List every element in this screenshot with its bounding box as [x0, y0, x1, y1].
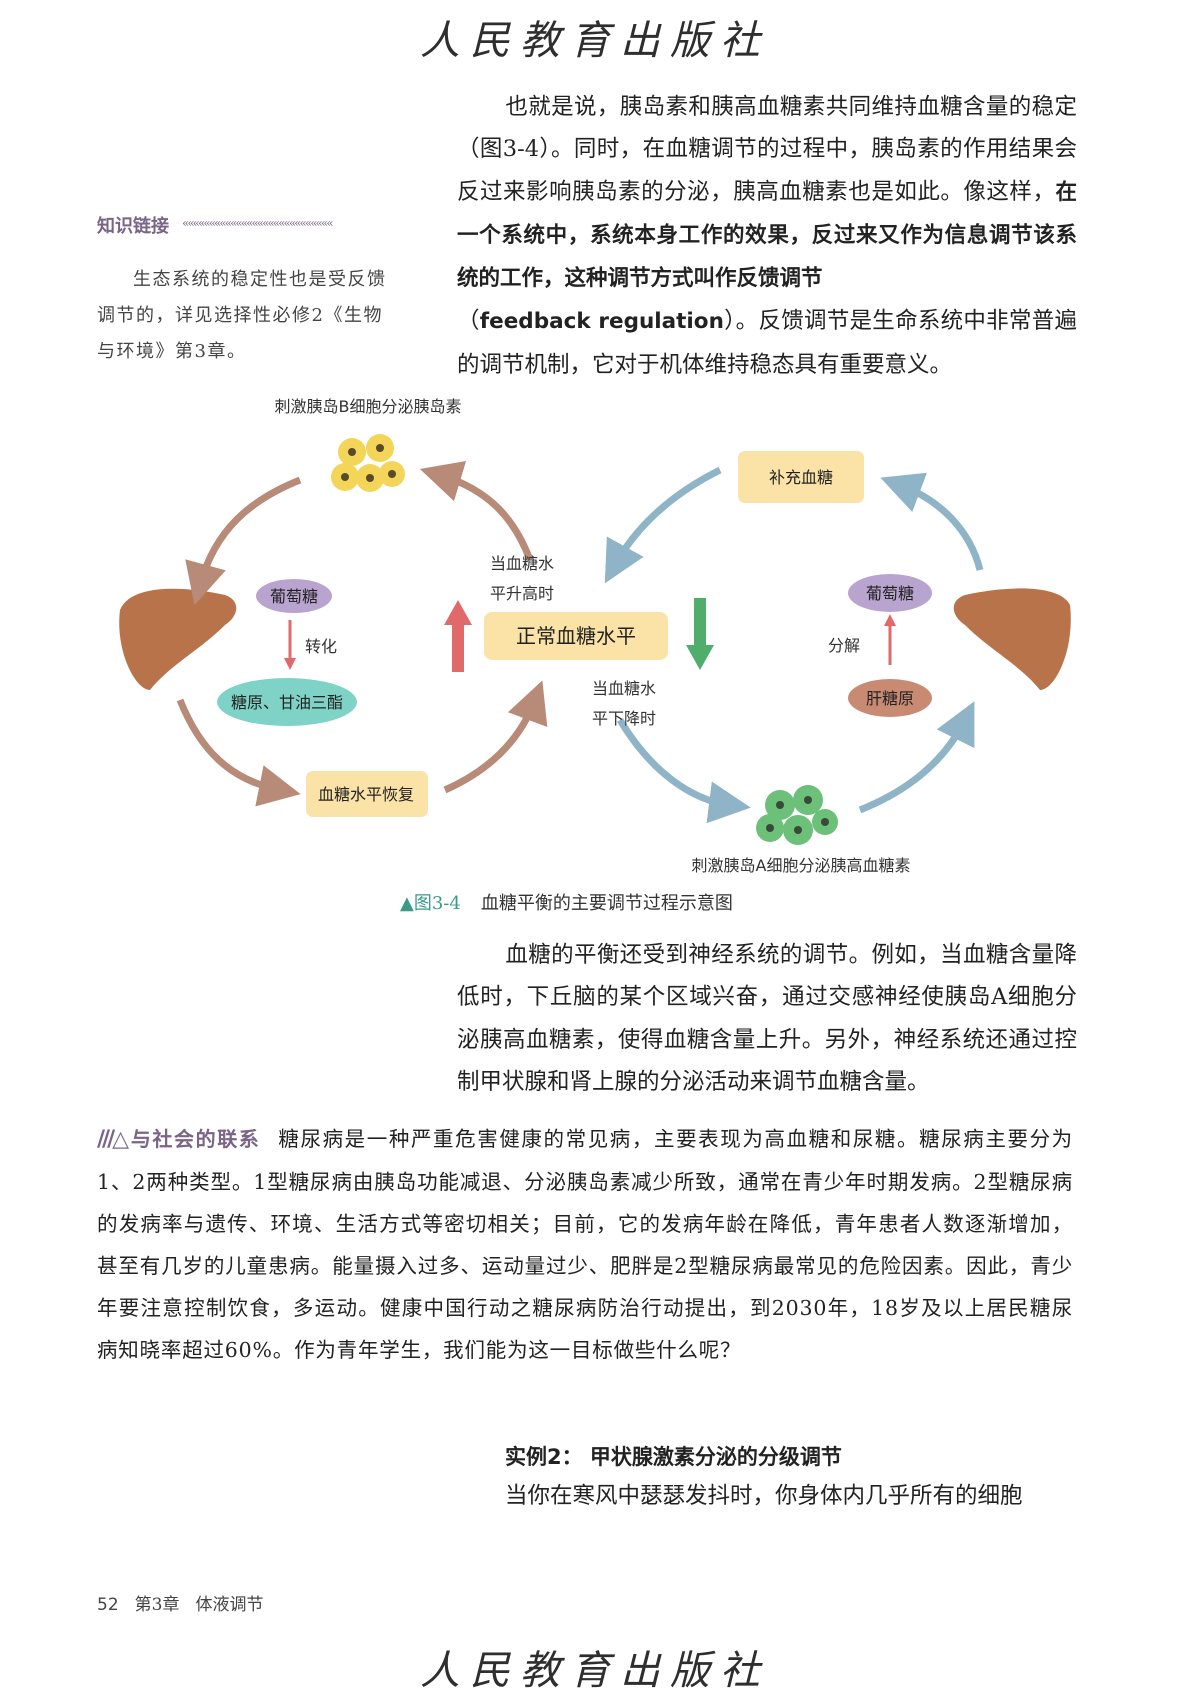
- arrow: [858, 701, 975, 814]
- sidebar-title: 知识链接: [97, 216, 169, 237]
- bold-definition: 在一个系统中，系统本身工作的效果，反过来又作为信息调节该系统的工作，这种调节方式…: [457, 179, 1077, 292]
- arrow: [604, 466, 722, 584]
- glucose-right: 葡萄糖: [866, 584, 914, 603]
- rise-label: 当血糖水: [490, 554, 554, 573]
- convert-label: 转化: [305, 637, 337, 656]
- society-box: ///△与社会的联系糖尿病是一种严重危害健康的常见病，主要表现为高血糖和尿糖。糖…: [97, 1118, 1073, 1371]
- paragraph-feedback: 也就是说，胰岛素和胰高血糖素共同维持血糖含量的稳定（图3-4）。同时，在血糖调节…: [457, 86, 1077, 386]
- decompose-label: 分解: [828, 636, 860, 655]
- figure-number: ▲图3-4: [400, 893, 461, 914]
- fall-label: 平下降时: [592, 709, 656, 728]
- beta-cells-icon: [331, 434, 405, 492]
- text: 血糖的平衡还受到神经系统的调节。例如，当血糖含量降低时，下丘脑的某个区域兴奋，通…: [457, 942, 1077, 1095]
- arrow: [443, 680, 548, 794]
- sidebar-chevrons: ««««««««««««««««««««««««««««: [182, 216, 334, 230]
- green-alpha-cells-icon: [756, 785, 838, 845]
- publisher-logo-top: 人民教育出版社: [420, 18, 770, 64]
- example-text: 当你在寒风中瑟瑟发抖时，你身体内几乎所有的细胞: [505, 1483, 1023, 1509]
- glucose-pill-right: [848, 574, 932, 612]
- society-icon: ///△: [97, 1127, 129, 1152]
- arrow: [185, 476, 302, 606]
- center-label: 正常血糖水平: [516, 624, 636, 648]
- liver-right-icon: [953, 588, 1071, 690]
- supplement-label: 补充血糖: [769, 468, 833, 487]
- caption-text: 血糖平衡的主要调节过程示意图: [480, 893, 733, 914]
- example-title: 实例2： 甲状腺激素分泌的分级调节: [505, 1445, 842, 1469]
- liver-glycogen-pill: [848, 679, 932, 717]
- page-footer: 52 第3章体液调节: [97, 1590, 279, 1615]
- center-box: [484, 612, 668, 660]
- page-number: 52: [97, 1595, 119, 1615]
- fall-label: 当血糖水: [592, 679, 656, 698]
- text: 也就是说，胰岛素和胰高血糖素共同维持血糖含量的稳定（图3-4）。同时，在血糖调节…: [457, 94, 1077, 205]
- term-english: feedback regulation: [479, 309, 724, 335]
- glycogen-fat: 糖原、甘油三酯: [231, 693, 343, 712]
- sidebar-body: 生态系统的稳定性也是受反馈调节的，详见选择性必修2《生物与环境》第3章。: [97, 269, 387, 362]
- arrow: [880, 472, 984, 571]
- glucose-left: 葡萄糖: [270, 587, 318, 606]
- arrow: [419, 460, 534, 562]
- rise-label: 平升高时: [490, 584, 554, 603]
- chapter: 第3章: [134, 1595, 180, 1615]
- publisher-logo-bottom: 人民教育出版社: [420, 1648, 770, 1694]
- supplement-box: [738, 451, 864, 503]
- sidebar-text: 生态系统的稳定性也是受反馈调节的，详见选择性必修2《生物与环境》第3章。: [97, 262, 392, 370]
- liver-left-icon: [119, 588, 237, 690]
- glycogen-fat-pill: [217, 678, 357, 726]
- text: ）。反馈调节是生命系统中非常普遍的调节机制，它对于机体维持稳态具有重要意义。: [457, 308, 1077, 378]
- society-title: 与社会的联系: [130, 1127, 261, 1151]
- section: 体液调节: [195, 1595, 264, 1615]
- paragraph-nerve: 血糖的平衡还受到神经系统的调节。例如，当血糖含量降低时，下丘脑的某个区域兴奋，通…: [457, 934, 1077, 1103]
- arrow: [616, 718, 751, 824]
- figure-caption: ▲图3-4 血糖平衡的主要调节过程示意图: [400, 889, 733, 915]
- green-down-arrow: [686, 598, 714, 670]
- society-text: 糖尿病是一种严重危害健康的常见病，主要表现为高血糖和尿糖。糖尿病主要分为1、2两…: [97, 1127, 1073, 1362]
- bottom-label: 刺激胰岛A细胞分泌胰高血糖素: [692, 856, 911, 875]
- recover-box: [306, 771, 428, 817]
- glucose-pill-left: [256, 579, 332, 613]
- top-label: 刺激胰岛B细胞分泌胰岛素: [275, 397, 462, 416]
- red-up-arrow: [444, 600, 472, 672]
- arrow: [176, 698, 301, 807]
- paren: （: [457, 308, 480, 335]
- liver-glycogen: 肝糖原: [866, 689, 914, 708]
- recover-label: 血糖水平恢复: [318, 785, 414, 804]
